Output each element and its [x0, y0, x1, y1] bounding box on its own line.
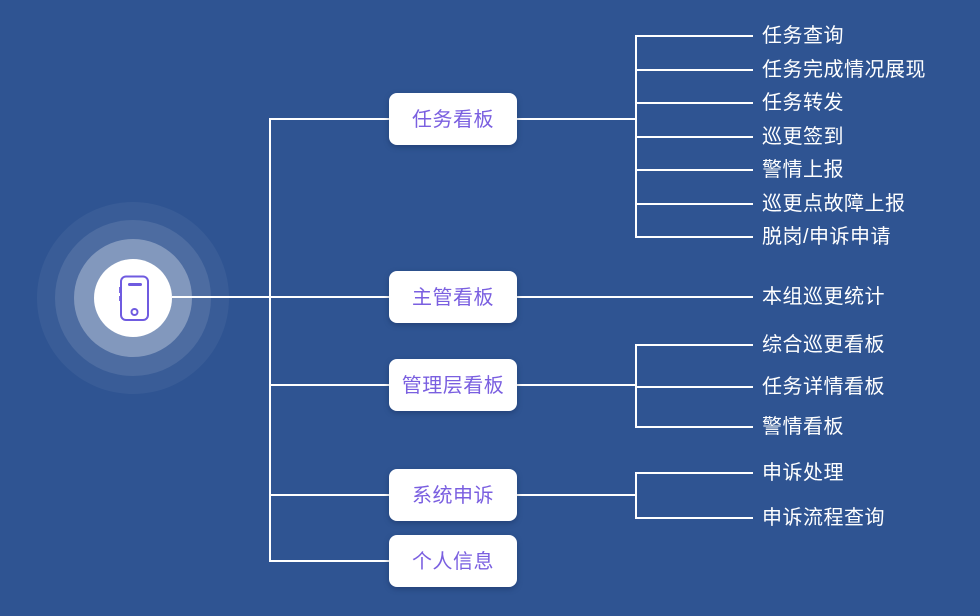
leaf-node-label: 申诉流程查询 [762, 506, 885, 529]
leaf-node-label: 任务完成情况展现 [762, 58, 926, 81]
connector-lines-system-appeal [517, 472, 753, 519]
branch-label: 主管看板 [412, 286, 494, 309]
leaf-node-label: 任务详情看板 [762, 375, 885, 398]
branch-node-supervisor-board: 主管看板 [389, 271, 517, 323]
leaf-node-label: 任务转发 [762, 91, 844, 114]
branch-node-management-board: 管理层看板 [389, 359, 517, 411]
leaf-node-label: 综合巡更看板 [762, 333, 885, 356]
leaf-nodes-management-board: 综合巡更看板 任务详情看板 警情看板 [762, 333, 885, 438]
branch-label: 系统申诉 [412, 484, 494, 507]
leaf-node-label: 申诉处理 [762, 461, 844, 484]
leaf-nodes-supervisor-board: 本组巡更统计 [762, 285, 885, 308]
branch-box [389, 271, 517, 323]
branch-node-task-board: 任务看板 [389, 93, 517, 145]
leaf-node-label: 巡更签到 [762, 125, 844, 148]
branch-node-system-appeal: 系统申诉 [389, 469, 517, 521]
connector-lines-left [172, 118, 390, 562]
branch-box [389, 93, 517, 145]
leaf-node-label: 警情上报 [762, 158, 844, 181]
leaf-nodes-system-appeal: 申诉处理 申诉流程查询 [762, 461, 885, 529]
smartphone-icon [119, 275, 149, 321]
branch-label: 管理层看板 [402, 374, 505, 397]
branch-node-personal-info: 个人信息 [389, 535, 517, 587]
branch-box [389, 469, 517, 521]
root-circle [94, 259, 172, 337]
leaf-node-label: 任务查询 [762, 24, 844, 47]
branch-label: 个人信息 [412, 550, 494, 573]
leaf-nodes-task-board: 任务查询 任务完成情况展现 任务转发 巡更签到 警情上报 巡更点故障上报 脱岗/… [762, 24, 926, 248]
branch-box [389, 535, 517, 587]
branch-label: 任务看板 [412, 108, 494, 131]
leaf-node-label: 脱岗/申诉申请 [762, 225, 891, 248]
leaf-node-label: 本组巡更统计 [762, 285, 885, 308]
branch-box [389, 359, 517, 411]
root-node [37, 202, 229, 394]
connector-lines-task-board [517, 35, 753, 238]
leaf-node-label: 警情看板 [762, 415, 844, 438]
connector-lines-management-board [517, 344, 753, 428]
leaf-node-label: 巡更点故障上报 [762, 192, 906, 215]
